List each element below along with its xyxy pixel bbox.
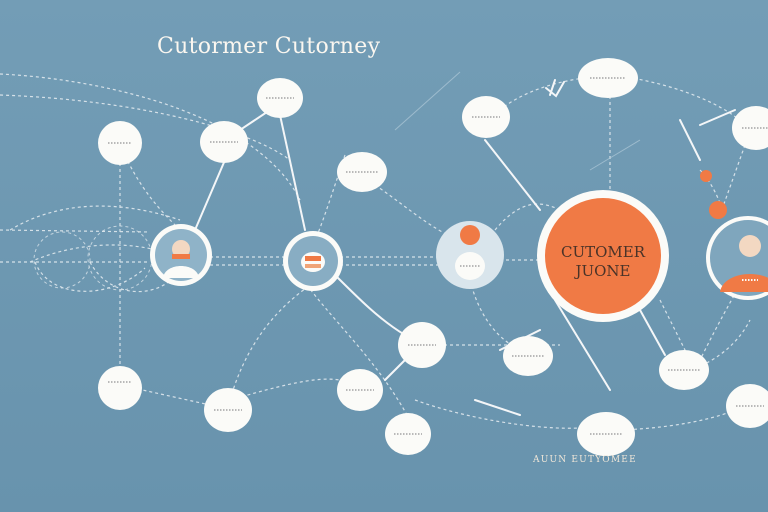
hub-label-line1: CUTOMER <box>561 243 646 261</box>
bubble-node <box>726 384 768 428</box>
arrow-marks <box>545 81 565 98</box>
orange-dots <box>700 170 727 219</box>
bubble-node <box>732 106 768 150</box>
bubble-node <box>578 58 638 98</box>
page-title: Cutormer Cutorney <box>157 34 381 59</box>
avatar-node-person <box>436 221 504 289</box>
bubble-node <box>577 412 635 456</box>
bubble-node <box>503 336 553 376</box>
bubble-node <box>257 78 303 118</box>
bubble-nodes <box>98 58 768 456</box>
bubble-node <box>204 388 252 432</box>
avatar-node-right <box>706 216 768 300</box>
solid-links <box>194 79 768 416</box>
bubble-node <box>337 369 383 411</box>
bubble-node <box>200 121 248 163</box>
bubble-node <box>98 121 142 165</box>
bubble-node <box>398 322 446 368</box>
avatar-node-left <box>150 224 212 286</box>
bubble-node <box>98 366 142 410</box>
hub-node: CUTOMER JUONE <box>537 190 669 322</box>
footer-caption: AUUN EUTYOMEE <box>533 455 637 465</box>
bubble-node <box>337 152 387 192</box>
bubble-node <box>385 413 431 455</box>
faint-ring <box>33 225 153 291</box>
bubble-node <box>462 96 510 138</box>
avatar-node-center <box>283 231 343 291</box>
thin-accent-lines <box>394 71 641 171</box>
hub-label-line2: JUONE <box>573 262 630 280</box>
bubble-node <box>659 350 709 390</box>
